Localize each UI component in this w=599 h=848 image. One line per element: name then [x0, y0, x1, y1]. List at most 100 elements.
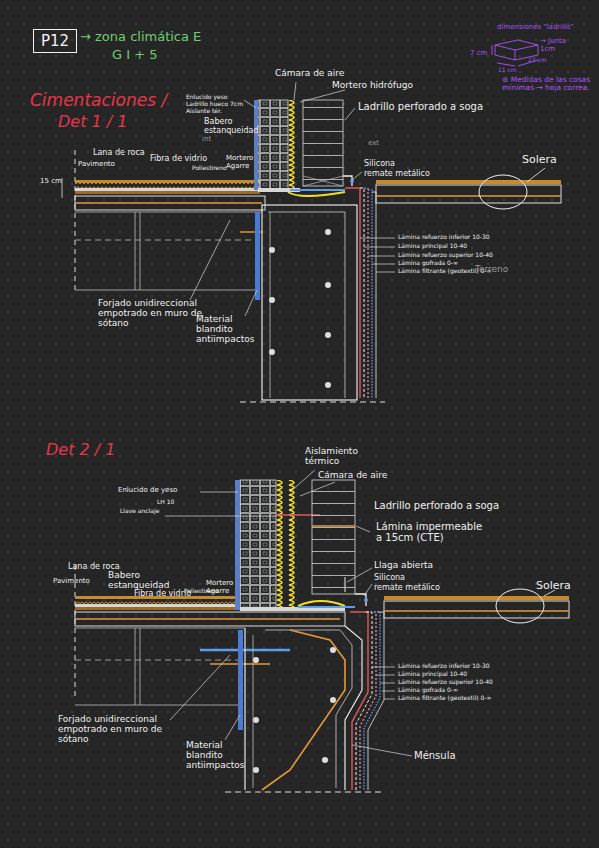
det2-leaders-part [376, 675, 395, 676]
annotation-label: Lámina filtrante (geotextil) 0-∞ [398, 695, 492, 702]
annotation-label: ext [368, 140, 379, 148]
annotation-label: Forjado unidireccional empotrado en muro… [58, 714, 178, 744]
det2-leaders-part [356, 526, 370, 532]
det2-leaders-part [200, 492, 238, 493]
det1-inner-leaf-part [258, 100, 288, 190]
det2-solera-part [384, 601, 569, 618]
det1-leaders-part [190, 220, 230, 300]
det2-leaders-part [372, 667, 395, 668]
det2-leaders-part [300, 482, 335, 496]
annotation-label: 11 cm [498, 67, 517, 74]
det2-forjado-part [140, 628, 141, 705]
det2-inner-leaf-part [235, 480, 240, 610]
det1-waterproof-layers-part [372, 192, 376, 398]
annotation-label: Mortero Agarre [206, 580, 242, 596]
det1-forjado-part [75, 212, 262, 213]
det1-leaders-part [244, 100, 256, 108]
annotation-label: ⊛ Medidas de las cosas mínimas → hoja co… [502, 76, 594, 93]
det2-floor-slab-part [75, 607, 240, 610]
det1-basement-wall-part [270, 212, 271, 398]
det2-leaders-part [347, 568, 372, 582]
det1-floor-slab-part [75, 188, 260, 191]
det2-basement-wall [225, 626, 385, 792]
annotation-label: Silicona [364, 160, 395, 169]
annotation-label: Pavimento [78, 161, 115, 169]
det2-solera-part [496, 589, 544, 623]
det2-basement-wall-part [253, 635, 254, 788]
det1-solera-part [376, 195, 561, 196]
det1-floor-slab-part [75, 180, 260, 183]
annotation-label: Cámara de aire [275, 68, 344, 78]
det2-outer-leaf-part [312, 525, 355, 526]
annotation-label: Ménsula [414, 750, 456, 761]
det2-forjado-part [75, 705, 240, 706]
annotation-label: Enlucido yeso [186, 94, 227, 101]
det1-outer-leaf-part [303, 100, 343, 186]
sheet-id-box: P12 [33, 29, 77, 53]
det1-waterproof-layers-part [368, 190, 372, 398]
det1-leaders-part [294, 82, 296, 100]
annotation-label: Fibra de vidrio [134, 590, 191, 599]
annotation-label: Lámina principal 10-40 [398, 671, 467, 678]
annotation-label: Ladrillo perforado a soga [374, 500, 499, 511]
det2-inner-leaf-part [240, 480, 276, 610]
det1-outer-leaf [288, 100, 354, 196]
annotation-label: Material blandito antiimpactos [186, 740, 248, 770]
det1-leaders-part [368, 256, 395, 257]
det1-basement-wall [240, 205, 385, 402]
annotation-label: Llaga abierta [374, 560, 433, 570]
det1-solera-part [479, 175, 527, 209]
det2-leaders [165, 470, 412, 756]
det1-basement-wall-part [269, 297, 275, 303]
det2-floor-slab-part [75, 618, 340, 620]
det1-basement-wall-part [325, 229, 331, 235]
det2-floor-slab-part [75, 612, 345, 626]
det1-leaders-part [376, 272, 395, 273]
det2-solera-part [384, 610, 569, 611]
det1-floor-slab-part [75, 150, 76, 290]
det1-waterproof-layers-part [345, 188, 360, 398]
det2-leaders-part [290, 470, 315, 492]
annotation-label: Llave anclaje [120, 508, 162, 515]
det2-forjado-part [135, 628, 136, 705]
det2-forjado-part [75, 660, 245, 661]
brick-sketch-part [497, 63, 515, 66]
annotation-label: Lámina gofrada 0-∞ [398, 260, 458, 267]
det1-leaders-part [345, 108, 355, 120]
det2-basement-wall-part [265, 630, 352, 788]
det2-waterproof-layers-part [356, 612, 372, 790]
det2-basement-wall-part [253, 657, 259, 663]
det2-floor-slab [75, 565, 345, 700]
brick-sketch-part [492, 45, 493, 55]
det1-outer-leaf-part [290, 189, 345, 191]
annotation-label: Pavimento [53, 578, 90, 586]
annotation-label: Aislante tér. [186, 108, 222, 115]
det2-basement-wall-part [322, 757, 328, 763]
det2-leaders-part [384, 699, 395, 700]
det2-outer-leaf-part [344, 577, 345, 592]
det2-forjado [75, 628, 290, 705]
annotation-label: Mortero hidrófugo [332, 80, 413, 90]
det1-basement-wall-part [240, 402, 385, 403]
det2-leaders-part [165, 516, 276, 517]
det1-floor-slab-part [75, 191, 260, 194]
det2-forjado-part [75, 628, 245, 629]
det1-leaders-part [352, 172, 362, 180]
det1-leaders [190, 82, 395, 316]
annotation-label: int [202, 136, 211, 144]
det1-basement-wall-part [325, 332, 331, 338]
det1-leaders-part [360, 238, 395, 239]
det2-waterproof-layers [350, 612, 384, 790]
det1-basement-wall-part [269, 247, 275, 253]
det1-solera-part [527, 168, 545, 182]
det1-floor-slab-part [75, 202, 262, 204]
det1-leaders-part [300, 90, 345, 102]
det2-leaders-part [380, 683, 395, 684]
det1-basement-wall-part [268, 212, 345, 398]
det1-outer-leaf-part [288, 192, 345, 196]
annotation-label: LH 10 [157, 499, 174, 506]
det2-leaders-part [170, 655, 230, 720]
annotation-label: Ladrillo perforado a soga [358, 101, 483, 112]
det1-forjado [75, 212, 262, 290]
annotation-label: Ladrillo hueco 7cm [186, 101, 243, 108]
